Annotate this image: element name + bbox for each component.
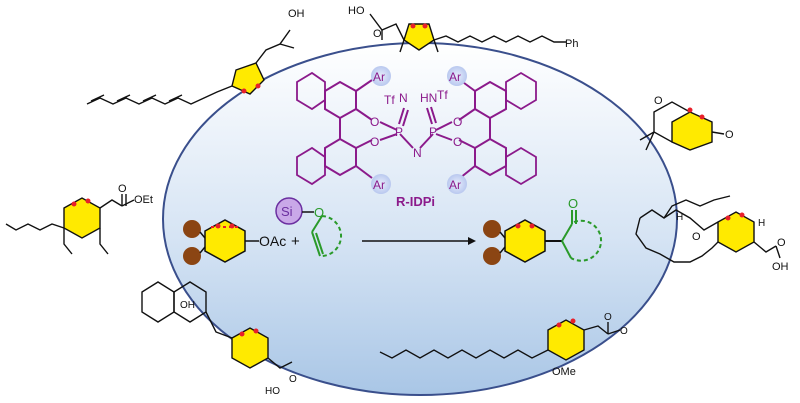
plus-sign: +	[291, 233, 300, 250]
ketone-o: O	[654, 95, 663, 107]
o-label: O	[453, 115, 462, 129]
ketone-o: O	[725, 129, 734, 141]
natural-product-dioxane-ester	[5, 194, 135, 255]
natural-product-decalin-acid	[141, 281, 293, 369]
natural-product-macrocycle	[635, 195, 781, 263]
tf-label: Tf	[437, 88, 448, 102]
o-label: O	[370, 115, 379, 129]
h-label: H	[676, 212, 683, 223]
ar-badge-top-right	[447, 66, 467, 86]
acid-label: OH	[288, 8, 305, 20]
p-label: P	[429, 125, 437, 139]
ar-label: Ar	[449, 178, 461, 192]
acid-oh: OH	[772, 261, 789, 273]
ester-o: O	[620, 326, 628, 337]
ester-oet: OEt	[134, 194, 153, 206]
phenyl-label: Ph	[565, 38, 578, 50]
product-peroxide	[483, 210, 602, 265]
catalyst-structure	[296, 71, 537, 186]
silyl-enol-ether	[275, 197, 343, 258]
methoxy-label: OMe	[552, 366, 576, 378]
ester-o: O	[118, 183, 127, 195]
enol-oxygen: O	[314, 205, 324, 220]
alcohol-oh: OH	[180, 300, 195, 311]
ar-label: Ar	[373, 70, 385, 84]
n-label: N	[399, 91, 408, 105]
methyl-ball	[183, 220, 201, 238]
silyl-label: Si	[281, 204, 293, 219]
substrate-peroxide	[183, 219, 259, 265]
hn-label: HN	[420, 91, 437, 105]
ar-badge-bottom-right	[447, 174, 467, 194]
o-label: O	[370, 135, 379, 149]
ester-o: O	[604, 312, 612, 323]
catalyst-name: R-IDPi	[396, 194, 435, 209]
ar-badge-bottom-left	[371, 174, 391, 194]
p-label: P	[395, 125, 403, 139]
methyl-ball	[183, 247, 201, 265]
ar-label: Ar	[373, 178, 385, 192]
h-label: H	[758, 218, 765, 229]
ring-o: O	[692, 231, 701, 243]
carbonyl-o: O	[373, 28, 382, 40]
acid-label: HO	[348, 5, 365, 17]
reaction-arrow	[362, 237, 476, 245]
o-label: O	[453, 135, 462, 149]
acid-o: O	[777, 237, 786, 249]
acid-ho: HO	[265, 386, 280, 397]
product-oxygen: O	[568, 196, 578, 211]
n-label: N	[413, 146, 422, 160]
ar-label: Ar	[449, 70, 461, 84]
natural-product-caged-peroxide	[639, 101, 725, 151]
natural-product-dihydro-dioxine	[379, 319, 621, 361]
tf-label: Tf	[384, 93, 395, 107]
ar-badge-top-left	[371, 66, 391, 86]
acetoxy-label: OAc	[259, 233, 286, 249]
acid-o: O	[289, 374, 297, 385]
